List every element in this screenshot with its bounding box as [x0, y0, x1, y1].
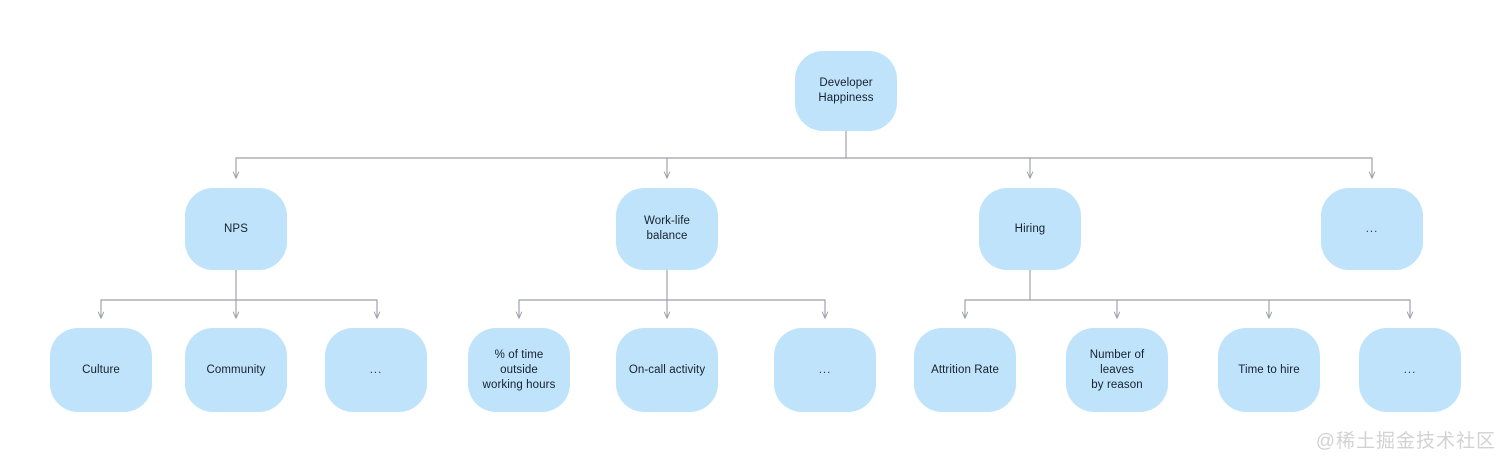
node-hiring-ellipsis[interactable]: ...: [1359, 328, 1461, 412]
node-worklife-ellipsis[interactable]: ...: [774, 328, 876, 412]
node-time-to-hire[interactable]: Time to hire: [1218, 328, 1320, 412]
node-developer-happiness[interactable]: Developer Happiness: [795, 51, 897, 131]
node-label: Culture: [82, 363, 120, 376]
node-label: NPS: [224, 222, 248, 235]
node-label: Attrition Rate: [931, 363, 999, 376]
node-label: ...: [369, 363, 383, 376]
node-label: On-call activity: [628, 363, 706, 376]
node-attrition-rate[interactable]: Attrition Rate: [914, 328, 1016, 412]
node-label: ...: [1403, 363, 1417, 376]
node-nps[interactable]: NPS: [185, 188, 287, 270]
node-label: % of time outside working hours: [482, 348, 556, 391]
node-on-call-activity[interactable]: On-call activity: [616, 328, 718, 412]
node-label: Number of leaves by reason: [1089, 348, 1145, 391]
node-work-life-balance[interactable]: Work-life balance: [616, 188, 718, 270]
node-nps-ellipsis[interactable]: ...: [325, 328, 427, 412]
node-level2-ellipsis[interactable]: ...: [1321, 188, 1423, 270]
node-culture[interactable]: Culture: [50, 328, 152, 412]
node-label: Time to hire: [1238, 363, 1300, 376]
node-label: Community: [206, 363, 266, 376]
node-label: ...: [818, 363, 832, 376]
node-label: ...: [1365, 222, 1379, 235]
node-community[interactable]: Community: [185, 328, 287, 412]
node-hiring[interactable]: Hiring: [979, 188, 1081, 270]
node-label: Hiring: [1014, 222, 1046, 235]
node-pct-time-outside-working-hours[interactable]: % of time outside working hours: [468, 328, 570, 412]
watermark: @稀土掘金技术社区: [1315, 431, 1496, 452]
node-number-of-leaves-by-reason[interactable]: Number of leaves by reason: [1066, 328, 1168, 412]
node-label: Work-life balance: [643, 215, 691, 242]
node-label: Developer Happiness: [818, 77, 874, 104]
